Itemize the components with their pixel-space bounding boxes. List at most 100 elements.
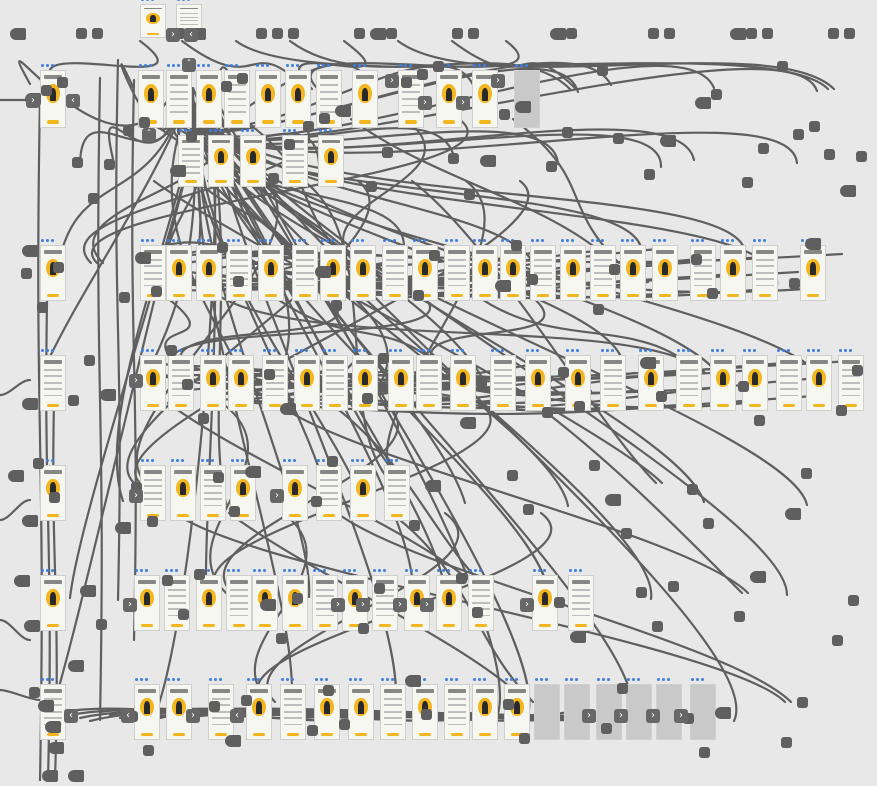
screen-frame[interactable] (350, 465, 376, 521)
flow-node-icon[interactable] (68, 770, 84, 782)
flow-node-icon[interactable] (100, 389, 116, 401)
flow-node-icon[interactable] (198, 413, 209, 424)
flow-node-icon[interactable] (96, 619, 107, 630)
flow-node-icon[interactable] (515, 101, 531, 113)
screen-frame[interactable] (196, 245, 222, 301)
screen-frame[interactable] (416, 355, 442, 411)
chevron-left-icon[interactable]: ‹ (64, 709, 78, 723)
flow-node-icon[interactable] (554, 597, 565, 608)
flow-node-icon[interactable] (452, 28, 463, 39)
screen-frame[interactable] (228, 355, 254, 411)
flow-node-icon[interactable] (687, 484, 698, 495)
flow-node-icon[interactable] (378, 353, 389, 364)
screen-frame[interactable] (140, 355, 166, 411)
flow-node-icon[interactable] (542, 407, 553, 418)
flow-node-icon[interactable] (495, 280, 511, 292)
chevron-right-icon[interactable]: › (270, 489, 284, 503)
flow-node-icon[interactable] (781, 737, 792, 748)
screen-frame[interactable] (134, 575, 160, 631)
flow-node-icon[interactable] (331, 300, 342, 311)
screen-frame[interactable] (240, 135, 266, 187)
screen-frame[interactable] (388, 355, 414, 411)
flow-node-icon[interactable] (48, 742, 64, 754)
screen-frame[interactable] (352, 355, 378, 411)
chevron-right-icon[interactable]: › (582, 709, 596, 723)
screen-frame[interactable] (620, 245, 646, 301)
flow-node-icon[interactable] (456, 573, 467, 584)
screen-frame[interactable] (436, 575, 462, 631)
flow-node-icon[interactable] (24, 620, 40, 632)
flow-node-icon[interactable] (656, 391, 667, 402)
chevron-left-icon[interactable]: ‹ (184, 28, 198, 42)
screen-frame[interactable] (532, 575, 558, 631)
flow-node-icon[interactable] (519, 733, 530, 744)
chevron-right-icon[interactable]: › (123, 598, 137, 612)
flow-node-icon[interactable] (292, 593, 303, 604)
screen-frame[interactable] (530, 245, 556, 301)
screen-frame[interactable] (800, 245, 826, 301)
flow-node-icon[interactable] (785, 508, 801, 520)
flow-node-icon[interactable] (221, 81, 232, 92)
chevron-right-icon[interactable]: › (166, 28, 180, 42)
flow-node-icon[interactable] (425, 480, 441, 492)
screen-frame[interactable] (196, 70, 222, 128)
screen-frame[interactable] (348, 684, 374, 740)
flow-node-icon[interactable] (362, 393, 373, 404)
flow-node-icon[interactable] (186, 131, 197, 142)
flow-node-icon[interactable] (229, 506, 240, 517)
flow-node-icon[interactable] (29, 687, 40, 698)
screen-frame[interactable] (178, 135, 204, 187)
flow-node-icon[interactable] (217, 242, 228, 253)
flow-node-icon[interactable] (315, 266, 331, 278)
screen-frame[interactable] (164, 575, 190, 631)
flow-node-icon[interactable] (468, 28, 479, 39)
flow-node-icon[interactable] (652, 621, 663, 632)
screen-frame[interactable] (294, 355, 320, 411)
screen-frame[interactable] (380, 684, 406, 740)
flow-node-icon[interactable] (601, 723, 612, 734)
screen-frame[interactable] (208, 135, 234, 187)
flow-node-icon[interactable] (225, 735, 241, 747)
screen-frame[interactable] (838, 355, 864, 411)
screen-frame[interactable] (282, 465, 308, 521)
screen-frame[interactable] (350, 245, 376, 301)
chevron-right-icon[interactable]: › (456, 96, 470, 110)
flow-node-icon[interactable] (162, 575, 173, 586)
flow-node-icon[interactable] (844, 28, 855, 39)
flow-node-icon[interactable] (241, 695, 252, 706)
flow-node-icon[interactable] (57, 77, 68, 88)
flow-node-icon[interactable] (570, 631, 586, 643)
flow-node-icon[interactable] (38, 700, 54, 712)
flow-node-icon[interactable] (558, 367, 569, 378)
screen-frame[interactable] (444, 245, 470, 301)
chevron-right-icon[interactable]: › (186, 709, 200, 723)
flow-node-icon[interactable] (472, 607, 483, 618)
chevron-left-icon[interactable]: ‹ (66, 94, 80, 108)
flow-node-icon[interactable] (245, 466, 261, 478)
screen-frame[interactable] (282, 135, 308, 187)
flow-node-icon[interactable] (268, 173, 279, 184)
flow-node-icon[interactable] (256, 28, 267, 39)
screen-frame[interactable] (652, 245, 678, 301)
screen-frame[interactable] (472, 70, 498, 128)
flow-node-icon[interactable] (123, 125, 134, 136)
screen-frame[interactable] (166, 684, 192, 740)
flow-node-icon[interactable] (762, 28, 773, 39)
flow-node-icon[interactable] (793, 129, 804, 140)
flow-node-icon[interactable] (311, 496, 322, 507)
flow-node-icon[interactable] (550, 28, 566, 40)
screen-frame[interactable] (40, 245, 66, 301)
flow-node-icon[interactable] (84, 355, 95, 366)
flow-node-icon[interactable] (546, 161, 557, 172)
flow-node-icon[interactable] (119, 292, 130, 303)
screen-frame[interactable] (450, 355, 476, 411)
screen-frame[interactable] (140, 465, 166, 521)
flow-node-icon[interactable] (664, 28, 675, 39)
flow-node-icon[interactable] (805, 238, 821, 250)
flow-node-icon[interactable] (707, 288, 718, 299)
flow-node-icon[interactable] (828, 28, 839, 39)
screen-frame[interactable] (560, 245, 586, 301)
screen-frame[interactable] (776, 355, 802, 411)
flow-node-icon[interactable] (460, 417, 476, 429)
flow-node-icon[interactable] (68, 395, 79, 406)
